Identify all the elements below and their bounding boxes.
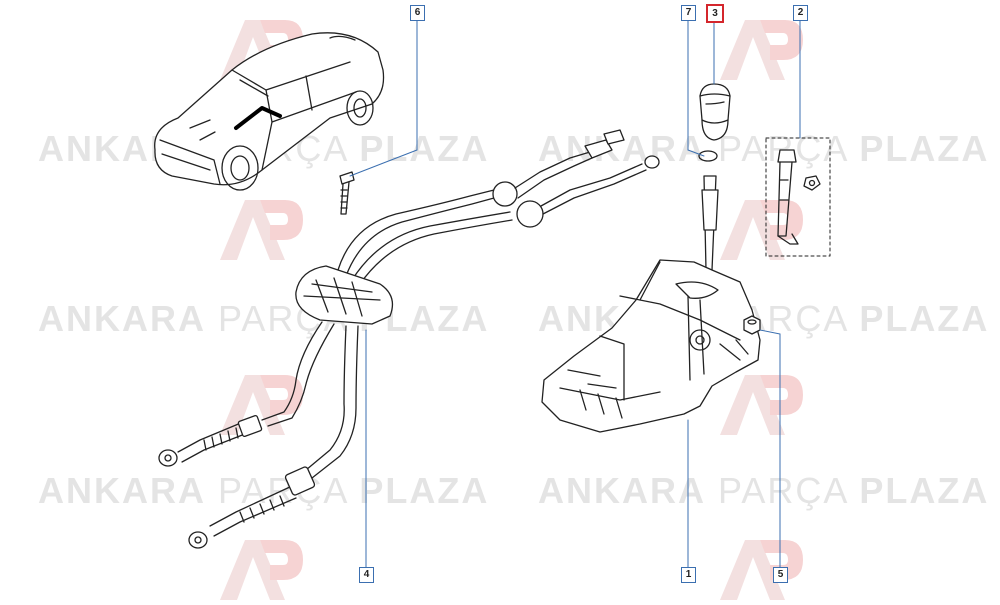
shifter-housing-part bbox=[541, 175, 761, 433]
nut-part bbox=[743, 315, 761, 335]
watermark-logo-icon bbox=[720, 200, 803, 260]
watermark-logo-icon bbox=[720, 540, 803, 600]
callout-2[interactable]: 2 bbox=[793, 5, 808, 21]
watermark-logo-icon bbox=[720, 375, 803, 435]
watermark-logo-icon bbox=[220, 375, 303, 435]
watermark-logo-icon bbox=[220, 540, 303, 600]
gear-knob-part bbox=[699, 83, 731, 141]
o-ring-part bbox=[698, 150, 718, 162]
pin-kit-part bbox=[765, 137, 831, 257]
watermark-text: ANKARA PARÇA PLAZA bbox=[38, 470, 490, 511]
callout-3-highlighted[interactable]: 3 bbox=[706, 4, 724, 23]
callout-6[interactable]: 6 bbox=[410, 5, 425, 21]
watermark-logo-icon bbox=[720, 20, 803, 80]
callout-7[interactable]: 7 bbox=[681, 5, 696, 21]
watermark-text: ANKARA PARÇA PLAZA bbox=[538, 470, 990, 511]
callout-1[interactable]: 1 bbox=[681, 567, 696, 583]
callout-5[interactable]: 5 bbox=[773, 567, 788, 583]
watermark-logo-icon bbox=[220, 200, 303, 260]
car-illustration bbox=[154, 32, 385, 191]
bolt-part bbox=[339, 171, 355, 215]
callout-4[interactable]: 4 bbox=[359, 567, 374, 583]
cable-assembly bbox=[158, 129, 660, 549]
leader-lines bbox=[349, 19, 801, 569]
